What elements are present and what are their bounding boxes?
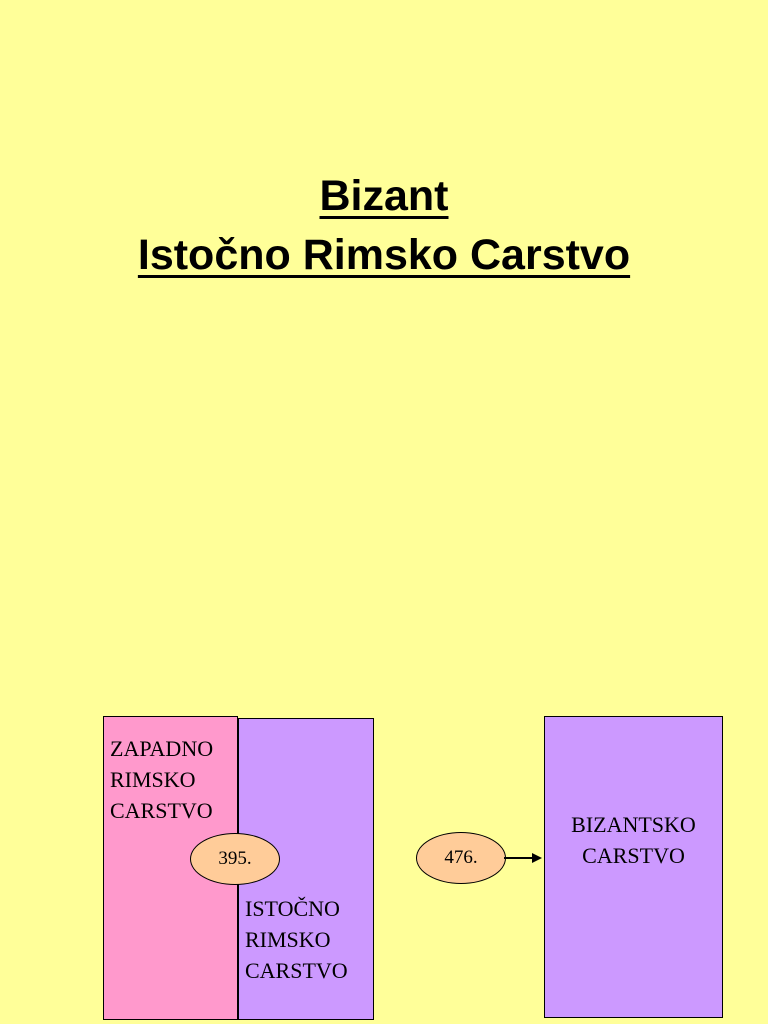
label-line: ISTOČNO [245,896,340,921]
slide-subtitle: Istočno Rimsko Carstvo [137,231,631,279]
byzantine-empire-box: BIZANTSKO CARSTVO [544,716,723,1018]
date-label: 476. [444,847,478,868]
label-line: CARSTVO [582,843,685,868]
date-oval-395: 395. [190,833,280,885]
western-roman-empire-label: ZAPADNO RIMSKO CARSTVO [110,733,213,826]
label-line: ZAPADNO [110,736,214,761]
label-line: RIMSKO [245,927,331,952]
eastern-roman-empire-label: ISTOČNO RIMSKO CARSTVO [245,893,348,986]
label-line: RIMSKO [110,767,196,792]
label-line: CARSTVO [110,798,213,823]
date-oval-476: 476. [416,832,506,884]
slide-title: Bizant [319,172,449,220]
byzantine-empire-label: BIZANTSKO CARSTVO [545,809,722,871]
arrow-icon [504,853,542,863]
date-label: 395. [218,848,252,869]
label-line: CARSTVO [245,958,348,983]
label-line: BIZANTSKO [571,812,696,837]
